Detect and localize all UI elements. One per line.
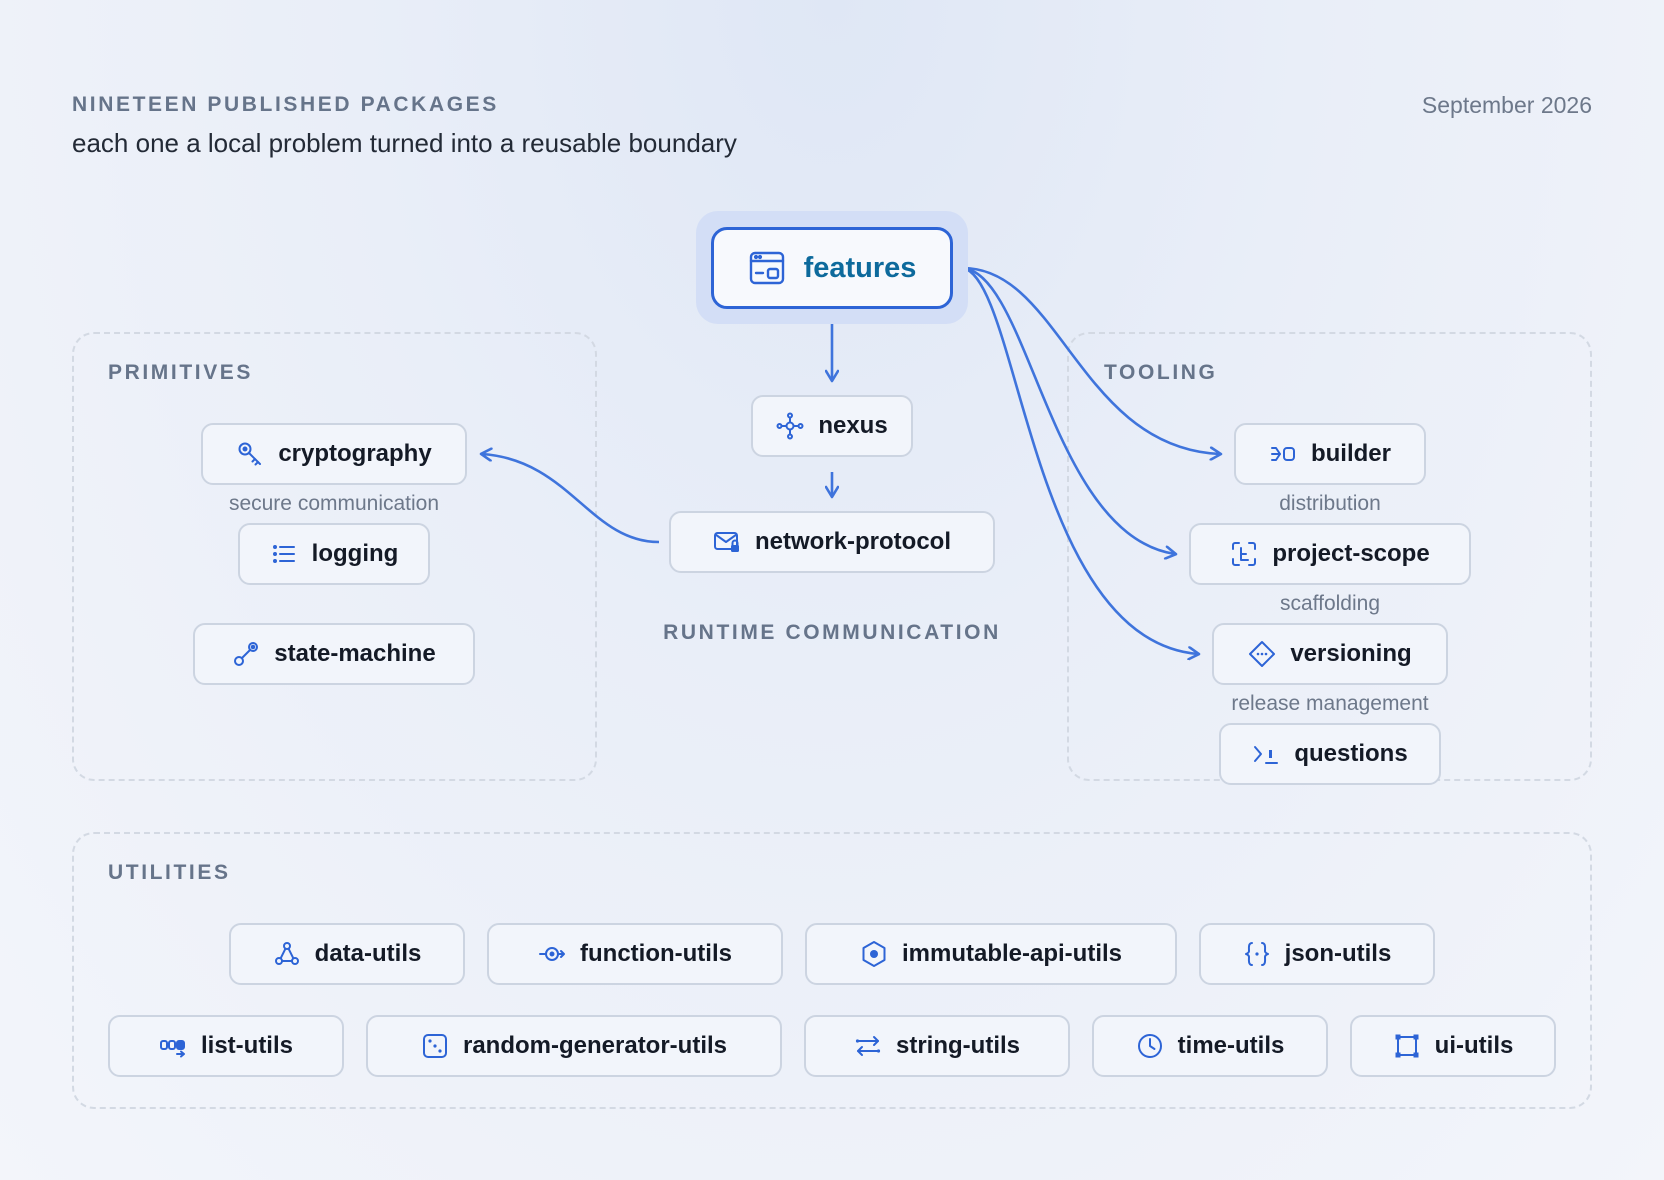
page-eyebrow: NINETEEN PUBLISHED PACKAGES: [72, 93, 499, 116]
node-data-utils[interactable]: data-utils: [229, 923, 465, 985]
runtime-communication-label: RUNTIME COMMUNICATION: [663, 621, 1001, 644]
builder-caption: distribution: [1279, 492, 1381, 515]
node-function-utils-label: function-utils: [580, 940, 732, 967]
swap-icon: [854, 1032, 882, 1060]
window-icon: [748, 249, 786, 287]
node-string-utils[interactable]: string-utils: [804, 1015, 1070, 1077]
primitives-label: PRIMITIVES: [108, 361, 254, 384]
node-random-generator-utils[interactable]: random-generator-utils: [366, 1015, 782, 1077]
node-logging-label: logging: [311, 540, 399, 567]
braces-icon: [1243, 940, 1271, 968]
node-versioning-label: versioning: [1290, 640, 1412, 667]
page-subtitle: each one a local problem turned into a r…: [72, 128, 737, 158]
node-cryptography-label: cryptography: [278, 440, 432, 467]
diamond-version-icon: [1248, 640, 1276, 668]
node-ui-utils-label: ui-utils: [1434, 1032, 1514, 1059]
node-nexus[interactable]: nexus: [751, 395, 913, 457]
list-icon: [270, 540, 298, 568]
node-network-protocol-label: network-protocol: [755, 528, 951, 555]
node-data-utils-label: data-utils: [314, 940, 422, 967]
tooling-label: TOOLING: [1104, 361, 1218, 384]
clock-icon: [1136, 1032, 1164, 1060]
scope-bracket-icon: [1230, 540, 1258, 568]
node-list-utils[interactable]: list-utils: [108, 1015, 344, 1077]
node-logging[interactable]: logging: [238, 523, 430, 585]
node-cryptography[interactable]: cryptography: [201, 423, 467, 485]
node-ui-utils[interactable]: ui-utils: [1350, 1015, 1556, 1077]
frame-icon: [1393, 1032, 1421, 1060]
node-json-utils[interactable]: json-utils: [1199, 923, 1435, 985]
page-date: September 2026: [1421, 92, 1592, 118]
nodes-icon: [273, 940, 301, 968]
node-random-generator-utils-label: random-generator-utils: [462, 1032, 728, 1059]
utilities-label: UTILITIES: [108, 861, 231, 884]
node-features-label: features: [803, 251, 917, 284]
node-string-utils-label: string-utils: [896, 1032, 1020, 1059]
node-features[interactable]: features: [711, 227, 953, 309]
dice-icon: [421, 1032, 449, 1060]
node-json-utils-label: json-utils: [1284, 940, 1392, 967]
node-project-scope-label: project-scope: [1272, 540, 1430, 567]
list-arrow-icon: [159, 1032, 187, 1060]
versioning-caption: release management: [1231, 692, 1429, 715]
node-questions-label: questions: [1294, 740, 1408, 767]
hexagon-icon: [860, 940, 888, 968]
node-immutable-api-utils[interactable]: immutable-api-utils: [805, 923, 1177, 985]
node-immutable-api-utils-label: immutable-api-utils: [901, 940, 1123, 967]
node-project-scope[interactable]: project-scope: [1189, 523, 1471, 585]
node-builder[interactable]: builder: [1234, 423, 1426, 485]
node-nexus-label: nexus: [818, 412, 888, 439]
build-arrow-icon: [1269, 440, 1297, 468]
state-link-icon: [232, 640, 260, 668]
prompt-icon: [1252, 740, 1280, 768]
node-versioning[interactable]: versioning: [1212, 623, 1448, 685]
key-icon: [236, 440, 264, 468]
utilities-group: [72, 832, 1592, 1109]
function-icon: [538, 940, 566, 968]
node-state-machine[interactable]: state-machine: [193, 623, 475, 685]
node-network-protocol[interactable]: network-protocol: [669, 511, 995, 573]
network-hub-icon: [776, 412, 804, 440]
node-time-utils[interactable]: time-utils: [1092, 1015, 1328, 1077]
mail-lock-icon: [713, 528, 741, 556]
node-questions[interactable]: questions: [1219, 723, 1441, 785]
cryptography-caption: secure communication: [228, 492, 440, 515]
node-list-utils-label: list-utils: [200, 1032, 293, 1059]
node-function-utils[interactable]: function-utils: [487, 923, 783, 985]
node-builder-label: builder: [1310, 440, 1391, 467]
node-time-utils-label: time-utils: [1177, 1032, 1285, 1059]
project-scope-caption: scaffolding: [1279, 592, 1381, 615]
node-state-machine-label: state-machine: [274, 640, 436, 667]
primitives-group: [72, 332, 597, 781]
